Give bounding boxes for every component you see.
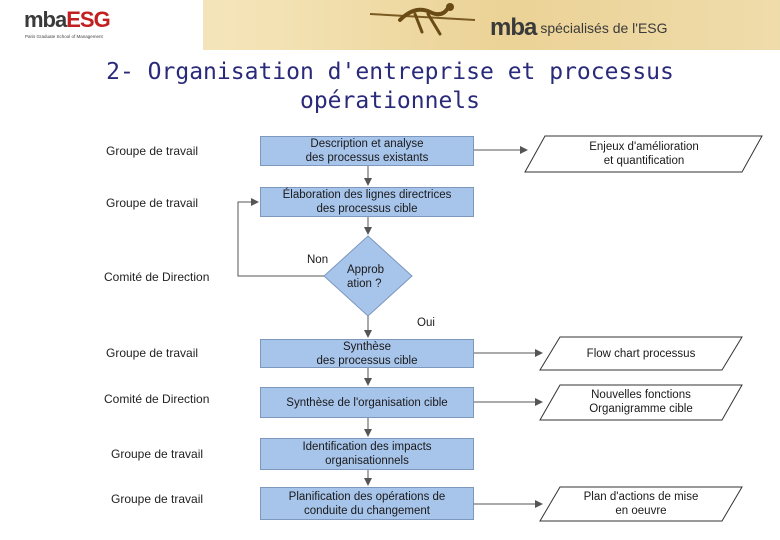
actor-label: Groupe de travail xyxy=(111,492,204,506)
actor-label: Groupe de travail xyxy=(106,346,199,360)
output-shape-1 xyxy=(524,135,763,173)
process-step-5: Identification des impacts organisationn… xyxy=(260,438,474,470)
process-step-2: Élaboration des lignes directrices des p… xyxy=(260,187,474,217)
process-step-6: Planification des opérations de conduite… xyxy=(260,487,474,520)
output-shape-2 xyxy=(539,336,743,371)
decision-no-label: Non xyxy=(307,254,329,266)
output-text-3: Nouvelles fonctions Organigramme cible xyxy=(589,389,693,415)
header-banner: mbaESG Paris Graduate School of Manageme… xyxy=(0,0,780,50)
process-step-4: Synthèse de l'organisation cible xyxy=(260,387,474,418)
actor-label: Comité de Direction xyxy=(104,270,210,284)
actor-label: Groupe de travail xyxy=(111,447,204,461)
output-text-1: Enjeux d'amélioration et quantification xyxy=(589,141,699,167)
decision-yes-label: Oui xyxy=(417,317,435,329)
mba-esg-logo: mbaESG xyxy=(24,7,111,32)
process-step-3: Synthèse des processus cible xyxy=(260,339,474,368)
output-shape-4 xyxy=(539,486,743,522)
logo-area: mbaESG Paris Graduate School of Manageme… xyxy=(0,0,203,50)
athlete-illustration xyxy=(369,3,476,36)
output-shape-3 xyxy=(539,384,743,421)
actor-label: Comité de Direction xyxy=(104,392,210,406)
actor-label: Groupe de travail xyxy=(106,144,199,158)
page-title: 2- Organisation d'entreprise et processu… xyxy=(106,59,674,114)
process-step-1: Description et analyse des processus exi… xyxy=(260,136,474,166)
actor-label: Groupe de travail xyxy=(106,196,199,210)
decision-text: Approb ation ? xyxy=(347,264,385,290)
output-text-2: Flow chart processus xyxy=(586,348,696,360)
output-text-4: Plan d'actions de mise en oeuvre xyxy=(583,491,699,517)
logo-tagline: Paris Graduate School of Management xyxy=(25,34,103,39)
